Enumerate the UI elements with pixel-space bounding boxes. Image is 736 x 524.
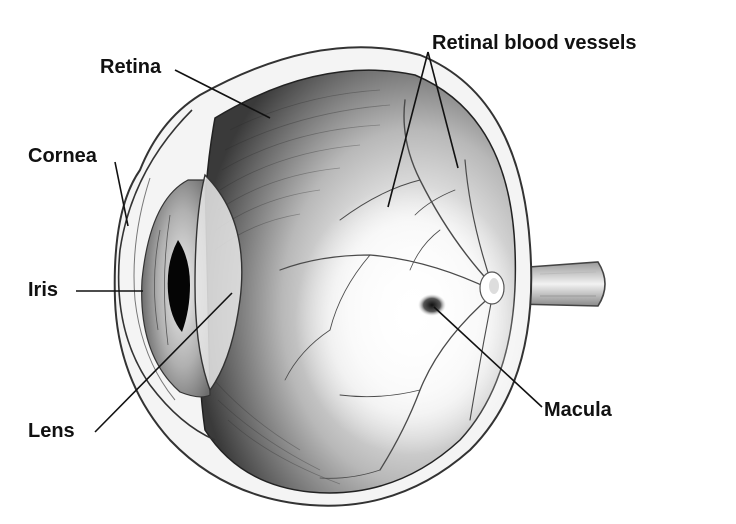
retinal-blood-vessels-drawing xyxy=(279,99,493,479)
leader-cornea xyxy=(114,161,129,227)
lens-drawing xyxy=(194,173,243,392)
label-retina: Retina xyxy=(100,56,162,78)
label-retinal-blood-vessels: Retinal blood vessels xyxy=(432,32,637,54)
leader-vessels-b xyxy=(427,51,459,169)
label-cornea: Cornea xyxy=(28,145,97,167)
pupil xyxy=(167,240,190,332)
label-iris: Iris xyxy=(28,279,59,301)
optic-disc xyxy=(479,271,505,305)
leader-lines xyxy=(76,51,543,433)
leader-retina xyxy=(174,69,271,119)
leader-macula xyxy=(433,306,543,408)
fundus-highlight xyxy=(295,185,525,455)
optic-nerve xyxy=(514,261,606,307)
retina-texture xyxy=(213,89,391,485)
label-macula: Macula xyxy=(544,399,612,421)
leader-lens xyxy=(94,292,233,433)
leader-vessels-a xyxy=(387,51,429,208)
cornea-drawing xyxy=(117,109,216,441)
macula-spot xyxy=(418,294,446,316)
label-lens: Lens xyxy=(28,420,75,442)
